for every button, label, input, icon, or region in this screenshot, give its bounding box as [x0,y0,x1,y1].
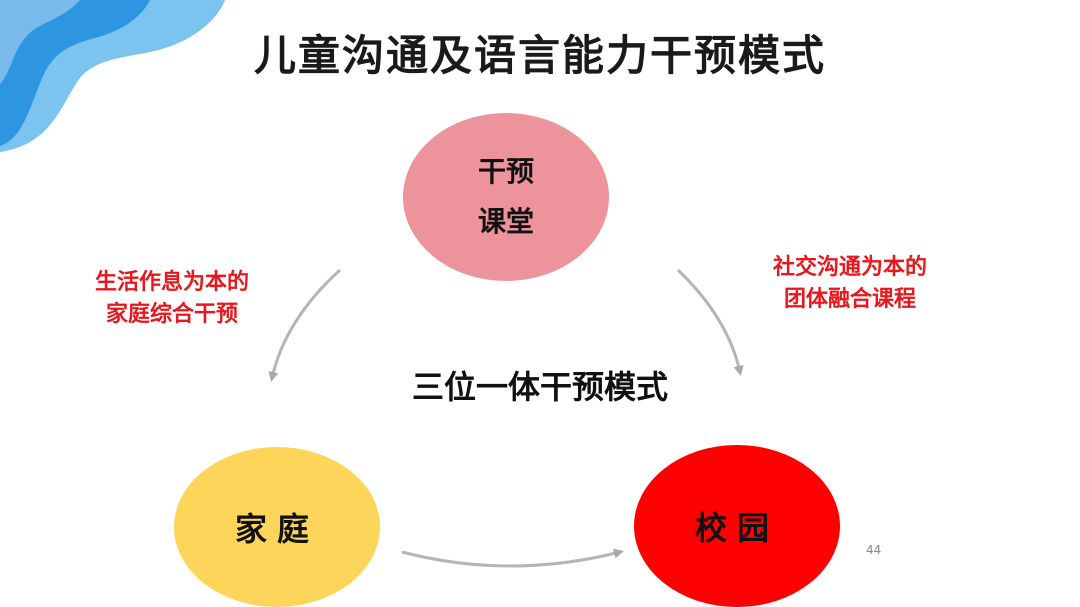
side-left-line2: 家庭综合干预 [105,302,238,327]
side-right-line2: 团体融合课程 [783,287,916,312]
node-left-label: 家庭 [234,510,319,548]
node-family: 家庭 [174,447,380,607]
side-right-line1: 社交沟通为本的 [772,255,927,280]
arrow-top-to-right [676,268,744,376]
arrow-top-to-left [268,268,342,382]
side-text-left: 生活作息为本的 家庭综合干预 [62,267,282,331]
node-top-line2: 课堂 [477,205,534,238]
side-left-line1: 生活作息为本的 [94,270,249,295]
node-intervention-classroom: 干预 课堂 [403,113,609,281]
node-campus: 校园 [634,445,840,607]
side-text-right: 社交沟通为本的 团体融合课程 [740,252,960,316]
arrow-left-to-right [401,548,624,568]
node-right-label: 校园 [694,509,779,547]
page-number: 44 [866,543,882,557]
node-top-line1: 干预 [477,155,534,188]
corner-wave-decoration [0,0,225,152]
page-title: 儿童沟通及语言能力干预模式 [253,31,826,80]
center-label: 三位一体干预模式 [411,368,668,406]
